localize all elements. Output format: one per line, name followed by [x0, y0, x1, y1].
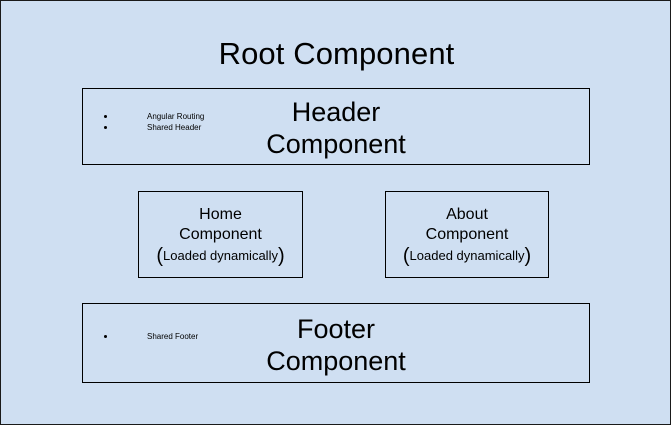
footer-label-line2: Component	[266, 346, 406, 376]
header-label-line1: Header	[291, 96, 381, 127]
paren-open: (	[156, 245, 164, 267]
home-note-text: Loaded dynamically	[163, 248, 278, 263]
about-component-note: (Loaded dynamically)	[402, 245, 532, 267]
about-label-line2: Component	[425, 226, 509, 243]
header-feature-list: Angular Routing Shared Header	[102, 111, 204, 133]
paren-open: (	[402, 245, 410, 267]
footer-label-line1: Footer	[296, 314, 376, 344]
footer-feature-list: Shared Footer	[102, 331, 198, 342]
list-item: Shared Header	[102, 122, 204, 133]
about-component-box[interactable]: About Component (Loaded dynamically)	[385, 191, 549, 278]
paren-close: )	[277, 245, 285, 267]
home-component-note: (Loaded dynamically)	[156, 245, 285, 267]
about-label-line1: About	[446, 206, 488, 223]
home-label-line2: Component	[179, 226, 262, 243]
home-label-line1: Home	[199, 206, 242, 223]
about-note-text: Loaded dynamically	[409, 248, 525, 263]
footer-component-box[interactable]: Footer Component	[82, 303, 590, 383]
list-item: Shared Footer	[102, 331, 198, 342]
header-label-line2: Component	[266, 128, 406, 159]
paren-close: )	[524, 245, 532, 267]
list-item: Angular Routing	[102, 111, 204, 122]
about-component-label: About Component	[426, 205, 509, 245]
footer-component-label: Footer Component	[83, 304, 589, 384]
home-component-box[interactable]: Home Component (Loaded dynamically)	[138, 191, 303, 278]
home-component-label: Home Component	[179, 205, 262, 245]
page-title: Root Component	[218, 36, 455, 71]
